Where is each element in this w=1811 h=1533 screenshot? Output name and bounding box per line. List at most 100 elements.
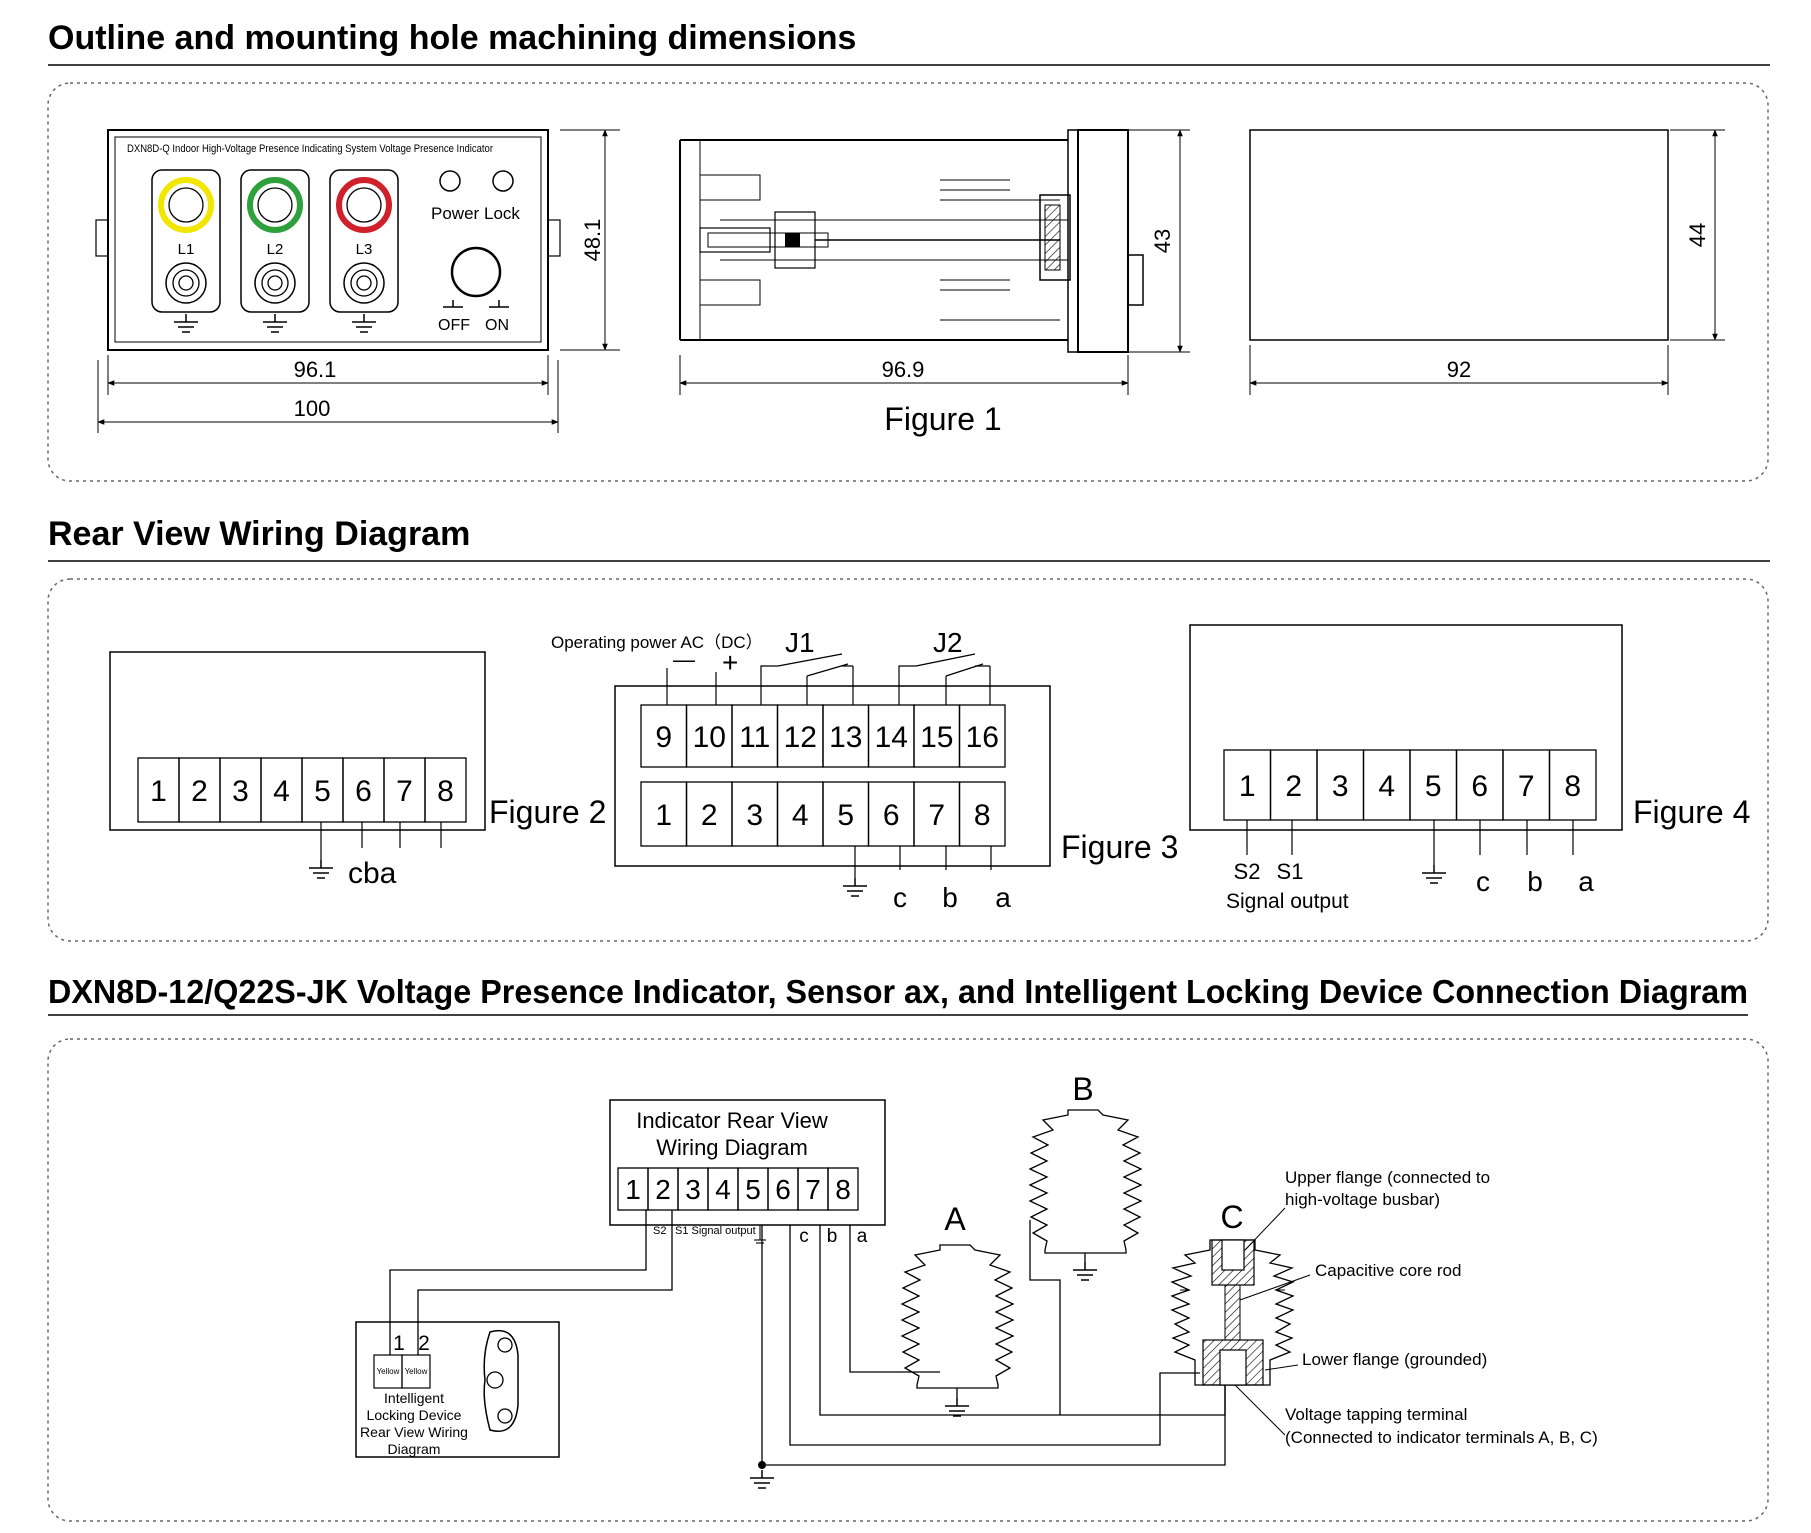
minus-label: — <box>673 647 695 672</box>
fig2-terminal-number: 8 <box>437 775 454 808</box>
fig4-s1-label: S1 <box>1277 859 1304 884</box>
locking-line1: Intelligent <box>384 1390 444 1406</box>
fig4-s2-label: S2 <box>1234 859 1261 884</box>
fig3-lower-terminal-number: 2 <box>701 799 718 832</box>
locking-line3: Rear View Wiring <box>360 1424 468 1440</box>
fig3-upper-terminal-number: 14 <box>875 721 908 754</box>
fig4-terminal-number: 3 <box>1332 770 1349 803</box>
l1-indicator-ring <box>158 177 214 233</box>
figure3-label: Figure 3 <box>1061 829 1178 865</box>
cutout-height-dim: 44 <box>1685 223 1710 247</box>
front-model-label: DXN8D-Q Indoor High-Voltage Presence Ind… <box>127 143 493 155</box>
front-outer-width-dim: 100 <box>294 396 331 421</box>
fig4-terminal-number: 6 <box>1471 770 1488 803</box>
fig3-lower-terminal-number: 4 <box>792 799 809 832</box>
fig2-terminal-number: 2 <box>191 775 208 808</box>
conn-b: b <box>827 1226 838 1247</box>
off-label: OFF <box>438 317 470 334</box>
fig2-terminal-number: 6 <box>355 775 372 808</box>
l2-label: L2 <box>267 241 284 258</box>
figure1-label: Figure 1 <box>884 401 1001 437</box>
fig4-phase-b: b <box>1527 866 1543 897</box>
front-height-dim: 48.1 <box>580 219 605 262</box>
light-l1: L1 <box>151 169 221 333</box>
indicator-terminal-number: 2 <box>655 1174 671 1205</box>
light-l2: L2 <box>240 169 310 333</box>
fig3-lower-terminal-number: 3 <box>746 799 763 832</box>
fig3-phase-a: a <box>995 882 1011 913</box>
wiring-section-title: Rear View Wiring Diagram <box>48 515 470 553</box>
wiring-panel <box>47 578 1769 942</box>
indicator-terminal-number: 1 <box>625 1174 641 1205</box>
yellow-label-1: Yellow <box>377 1367 400 1376</box>
fig3-upper-terminal-number: 15 <box>920 721 953 754</box>
sensor-b-label: B <box>1072 1071 1093 1107</box>
front-view: DXN8D-Q Indoor High-Voltage Presence Ind… <box>95 129 620 433</box>
fig4-phase-c: c <box>1476 866 1490 897</box>
fig3-lower-terminal-number: 8 <box>974 799 991 832</box>
side-view: 96.9 43 Figure 1 <box>679 129 1190 437</box>
conn-c: c <box>799 1226 809 1247</box>
key-switch <box>450 246 502 298</box>
conn-s2-small: S2 <box>653 1225 666 1237</box>
fig3-phase-b: b <box>942 882 958 913</box>
ground-junction <box>758 1461 766 1469</box>
fig3-lower-terminal-number: 5 <box>837 799 854 832</box>
side-height-dim: 43 <box>1150 229 1175 253</box>
fig3-phase-c: c <box>893 882 907 913</box>
indicator-terminal-number: 7 <box>805 1174 821 1205</box>
connection-panel <box>47 1038 1769 1522</box>
fig3-upper-terminal-number: 13 <box>829 721 862 754</box>
j2-label: J2 <box>933 627 963 658</box>
fig2-terminal-number: 4 <box>273 775 290 808</box>
lock-led <box>492 170 514 192</box>
j1-label: J1 <box>785 627 815 658</box>
upper-flange-line1: Upper flange (connected to <box>1285 1168 1490 1187</box>
fig4-terminal-number: 2 <box>1285 770 1302 803</box>
sensor-a-label: A <box>944 1201 966 1237</box>
side-depth-dim: 96.9 <box>882 357 925 382</box>
yellow-label-2: Yellow <box>405 1367 428 1376</box>
tap-terminal-line1: Voltage tapping terminal <box>1285 1405 1467 1424</box>
fig4-terminal-number: 8 <box>1564 770 1581 803</box>
indicator-terminal-number: 5 <box>745 1174 761 1205</box>
fig4-terminal-number: 7 <box>1518 770 1535 803</box>
fig3-upper-terminal-number: 11 <box>739 721 770 754</box>
fig3-upper-terminal-number: 10 <box>693 721 726 754</box>
indicator-terminal-number: 3 <box>685 1174 701 1205</box>
sensor-c: C Upper flange (connected to high-voltag… <box>1170 1168 1598 1447</box>
fig2-terminal-cell <box>424 757 467 823</box>
fig3-lower-terminal-number: 7 <box>928 799 945 832</box>
fig3-lower-terminal-number: 6 <box>883 799 900 832</box>
conn-a: a <box>857 1226 868 1247</box>
indicator-title-line2: Wiring Diagram <box>656 1135 808 1160</box>
conn-s1-small: S1 Signal output <box>675 1225 756 1237</box>
fig2-phase-labels: cba <box>348 857 397 890</box>
upper-flange-line2: high-voltage busbar) <box>1285 1190 1440 1209</box>
operating-power-label: Operating power AC（DC） <box>551 633 763 652</box>
on-label: ON <box>485 317 509 334</box>
fig2-terminal-number: 3 <box>232 775 249 808</box>
fig3-upper-terminal-number: 9 <box>655 721 672 754</box>
fig4-terminal-number: 1 <box>1239 770 1256 803</box>
indicator-terminal-cell <box>827 1167 859 1211</box>
fig2-terminal-number: 5 <box>314 775 331 808</box>
outline-section-title: Outline and mounting hole machining dime… <box>48 19 856 57</box>
sensor-b: B <box>1028 1071 1143 1281</box>
locking-terminal-2: 2 <box>418 1332 430 1355</box>
fig2-terminal-number: 1 <box>150 775 167 808</box>
figure4-label: Figure 4 <box>1633 794 1750 830</box>
fig4-signal-output: Signal output <box>1226 890 1349 913</box>
connection-wires <box>389 1210 1226 1466</box>
l1-label: L1 <box>178 241 195 258</box>
l3-indicator-ring <box>336 177 392 233</box>
lower-flange-label: Lower flange (grounded) <box>1302 1350 1487 1369</box>
locking-terminal-1: 1 <box>393 1332 405 1355</box>
sensor-c-label: C <box>1220 1199 1243 1235</box>
l3-label: L3 <box>356 241 373 258</box>
